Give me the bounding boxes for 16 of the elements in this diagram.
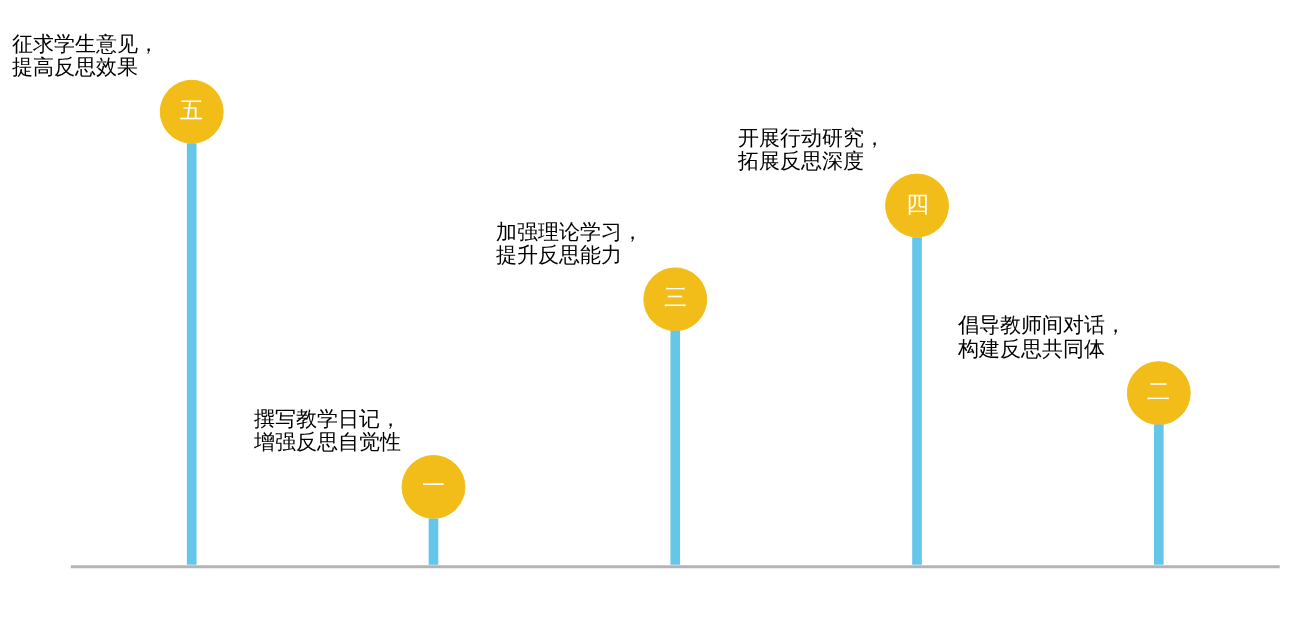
connector	[912, 236, 922, 565]
node-bar	[70, 564, 1280, 568]
connector	[186, 142, 197, 565]
connector	[670, 330, 681, 565]
node-circle: 二	[1126, 360, 1191, 425]
node-circle: 一	[401, 454, 466, 519]
node-label: 倡导教师间对话，构建反思共同体	[958, 311, 1127, 361]
node-label: 撰写教学日记，增强反思自觉性	[254, 405, 402, 454]
node-label: 加强理论学习，提升反思能力	[495, 218, 643, 267]
node-circle: 四	[885, 173, 949, 237]
connector	[1153, 424, 1164, 565]
node-label: 征求学生意见，提高反思效果	[12, 30, 160, 79]
node-label: 开展行动研究，拓展反思深度	[737, 124, 885, 173]
node-circle: 三	[643, 266, 708, 331]
node-circle: 五	[159, 79, 224, 144]
connector	[428, 518, 439, 565]
